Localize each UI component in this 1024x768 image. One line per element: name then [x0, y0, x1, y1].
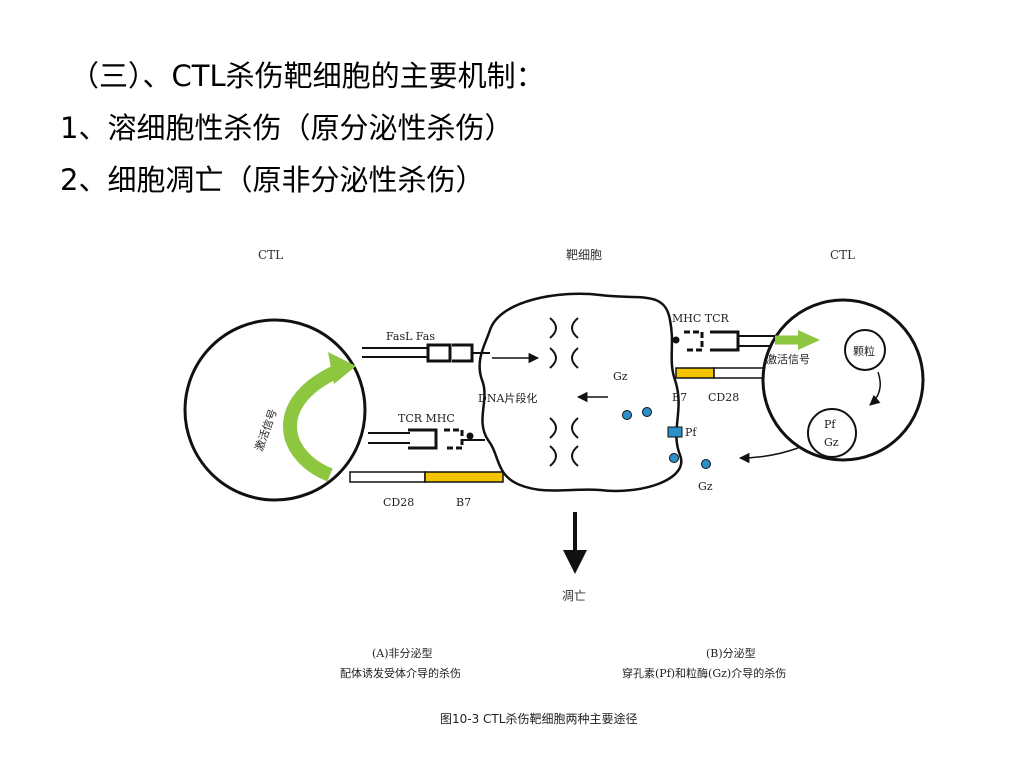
cd28-left-bar: [349, 471, 426, 483]
right-ctl-title: CTL: [830, 248, 855, 262]
heading-line-2: 1、溶细胞性杀伤（原分泌性杀伤）: [60, 111, 514, 145]
antigen-dot-right: [672, 336, 680, 344]
caption-b-desc: 穿孔素(Pf)和粒酶(Gz)介导的杀伤: [622, 666, 786, 680]
right-activation-label: 激活信号: [766, 352, 810, 366]
tcr-mhc-left-label: TCR MHC: [398, 412, 455, 425]
gz-dot-2: [642, 407, 652, 417]
tcr-molecule-right: [710, 330, 740, 352]
b7-right-bar: [675, 367, 715, 379]
b7-left-label: B7: [456, 496, 471, 509]
pf-molecule: [667, 426, 683, 438]
fasl-fas-label: FasL Fas: [386, 330, 435, 343]
gz-dot-4: [701, 459, 711, 469]
cd28-right-label: CD28: [708, 391, 739, 404]
vesicle-pf-label: Pf: [824, 418, 836, 431]
left-ctl-cell: [183, 318, 367, 502]
figure-caption: 图10-3 CTL杀伤靶细胞两种主要途径: [440, 711, 637, 726]
cd28-left-label: CD28: [383, 496, 414, 509]
granule-label: 颗粒: [853, 344, 875, 358]
target-cell-title: 靶细胞: [566, 248, 602, 262]
tcr-molecule: [408, 428, 438, 450]
apoptosis-arrow-head: [563, 550, 587, 574]
vesicle-gz-label: Gz: [824, 436, 839, 449]
dna-fragmentation-label: DNA片段化: [478, 391, 537, 405]
left-activation-arrow: [283, 363, 343, 482]
gz-bottom-label: Gz: [698, 480, 713, 493]
gz-top-label: Gz: [613, 370, 628, 383]
granule-release-arrow: [869, 371, 881, 406]
fasl-molecule: [426, 343, 452, 363]
caption-a-desc: 配体诱发受体介导的杀伤: [340, 666, 461, 680]
apoptosis-label: 凋亡: [562, 589, 586, 603]
heading-line-1: （三）、CTL杀伤靶细胞的主要机制：: [70, 59, 545, 93]
fas-molecule: [452, 343, 474, 363]
caption-b-title: (B)分泌型: [706, 646, 756, 660]
right-activation-arrow-head: [798, 330, 820, 350]
pf-label: Pf: [685, 426, 697, 439]
exocytosis-arrow: [738, 447, 799, 464]
heading-line-3: 2、细胞凋亡（原非分泌性杀伤）: [60, 163, 485, 197]
b7-left-bar: [424, 471, 504, 483]
dna-chromosomes: [549, 317, 579, 467]
b7-right-label: B7: [672, 391, 687, 404]
left-activation-arrow-head: [328, 352, 356, 384]
mhc-molecule: [444, 428, 464, 450]
pf-gz-vesicle: [807, 408, 857, 458]
left-ctl-title: CTL: [258, 248, 283, 262]
gz-dot-3: [669, 453, 679, 463]
antigen-dot-left: [466, 432, 474, 440]
caption-a-title: (A)非分泌型: [372, 646, 433, 660]
gz-dot-1: [622, 410, 632, 420]
granule-circle: [844, 329, 886, 371]
mhc-tcr-right-label: MHC TCR: [672, 312, 730, 325]
mhc-molecule-right: [684, 330, 704, 352]
